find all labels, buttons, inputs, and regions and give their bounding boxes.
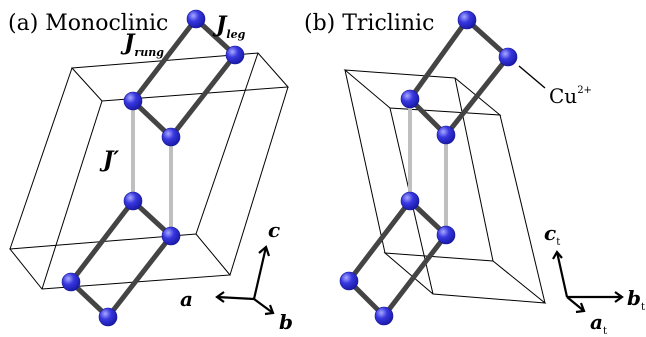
cell-edge [195,52,259,235]
panel-monoclinic: (a) Monoclinic [8,9,293,334]
ct-axis-arrow [555,251,569,298]
cell-edge [41,100,103,290]
panel-b-title: (b) Triclinic [304,11,434,36]
at-axis-arrow [566,296,585,312]
cu-atom [98,307,118,327]
b-axis-label: b [279,310,293,334]
axes-triclinic: ct bt at [544,221,645,337]
cell-edge [454,77,494,262]
bt-arrowhead [614,291,624,303]
cu-atom [457,10,477,30]
panel-triclinic: (b) Triclinic [304,10,645,337]
unit-cell-triclinic [343,69,547,304]
at-axis-label: at [590,310,607,337]
unit-cell-monoclinic [9,52,290,290]
leg-bond [381,232,449,319]
c-axis-arrow [252,246,268,300]
cu-atom [436,225,456,245]
leg-bond [130,16,199,104]
leg-bond [168,52,238,140]
cu-ion-pointer [518,65,546,89]
cell-edge [499,114,546,304]
j-leg-label: Jleg [212,12,246,41]
cu-atom [61,272,81,292]
cu-atom [339,271,359,291]
cell-edge [229,86,289,276]
a-axis-arrow [216,295,255,301]
cell-front-face [383,252,547,304]
leg-bond [68,198,136,285]
cu-atom [123,191,143,211]
ct-axis-label: ct [544,221,560,248]
c-axis-label: c [268,218,280,242]
cu-atoms-a [61,9,245,327]
b-arrowhead [264,304,275,316]
j-rung-label: Jrung [120,30,164,59]
cu-atom [161,127,181,147]
cu-atom [186,9,206,29]
leg-bond [443,54,511,138]
leg-bond [105,233,174,320]
cu-atom [436,125,456,145]
a-arrowhead [215,291,225,303]
spin-ladder-b [346,17,511,319]
ct-arrowhead [552,250,563,260]
cell-edge [9,67,73,250]
a-axis-label: a [180,287,193,311]
cu-atom [161,226,181,246]
cu-atom [225,45,245,65]
cell-edge [344,69,386,254]
at-arrowhead [575,302,586,314]
leg-bond [346,198,413,284]
j-prime-label: J′ [99,147,119,173]
cu-atom [498,47,518,67]
axes-monoclinic: c a b [180,218,293,334]
cu-atom [400,89,420,109]
cu-atom [374,306,394,326]
cu-ion-label: Cu2+ [549,84,592,108]
bt-axis-label: bt [627,286,645,313]
cu-atom [400,191,420,211]
panel-a-title: (a) Monoclinic [8,11,168,36]
cu-atom [123,91,143,111]
cu-atoms-b [339,10,518,326]
spin-ladder-a [68,16,238,320]
c-arrowhead [258,245,271,257]
cell-front-face [9,233,232,290]
leg-bond [407,17,470,102]
b-axis-arrow [253,298,274,314]
